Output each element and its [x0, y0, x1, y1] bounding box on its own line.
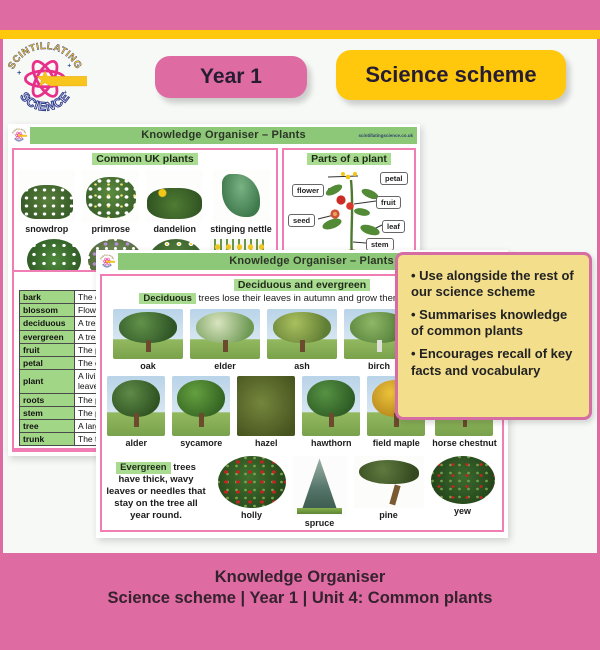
evergreen-text: trees have thick, wavy leaves or needles… [106, 462, 206, 521]
flower-label: flower [292, 184, 325, 197]
vocab-term: bark [19, 289, 75, 305]
stinging-nettle-item: stinging nettle [210, 170, 272, 234]
year-badge[interactable]: Year 1 [155, 56, 307, 98]
worksheet-back-titlebar: Knowledge Organiser – Plants scintillati… [30, 127, 417, 144]
seed-label: seed [288, 214, 316, 227]
left-border [0, 0, 3, 650]
alder-item: alder [107, 376, 166, 448]
footer-title: Knowledge Organiser [214, 568, 386, 586]
plant-label: snowdrop [25, 224, 69, 234]
primrose-item: primrose [82, 170, 140, 234]
tree-label: sycamore [180, 438, 223, 448]
common-plants-row1: snowdrop primrose dandelion stin [14, 170, 276, 234]
evergreen-keyword: Evergreen [116, 462, 171, 475]
deciduous-text: trees lose their leaves in autumn and gr… [195, 293, 465, 304]
scheme-badge[interactable]: Science scheme [336, 50, 566, 100]
spruce-photo [292, 456, 347, 516]
sticky-note: Use alongside the rest of our science sc… [395, 252, 592, 420]
hawthorn-photo [302, 376, 361, 436]
snowdrop-item: snowdrop [18, 170, 76, 234]
hawthorn-item: hawthorn [302, 376, 361, 448]
vocab-term: evergreen [19, 329, 75, 344]
deciduous-keyword: Deciduous [139, 293, 196, 304]
plant-label: primrose [91, 224, 130, 234]
sycamore-item: sycamore [172, 376, 231, 448]
parts-title: Parts of a plant [307, 153, 391, 165]
elder-photo [190, 309, 260, 359]
hazel-photo [237, 376, 296, 436]
vocab-term: roots [19, 392, 75, 407]
vocab-term: fruit [19, 342, 75, 357]
holly-item: holly [217, 456, 286, 520]
tree-label: hazel [254, 438, 278, 448]
worksheet-back-header: Knowledge Organiser – Plants scintillati… [8, 124, 420, 146]
mini-logo-icon [11, 127, 27, 143]
vocab-term: plant [19, 369, 75, 394]
common-plants-title: Common UK plants [92, 153, 198, 165]
evergreen-trees-row: holly spruce pine [214, 456, 498, 528]
tree-label: spruce [304, 518, 335, 528]
note-bullet: Encourages recall of key facts and vocab… [411, 346, 579, 378]
tree-label: elder [214, 361, 236, 371]
tree-label: pine [379, 510, 398, 520]
petal-label: petal [380, 172, 408, 185]
tree-label: horse chestnut [432, 438, 497, 448]
spruce-item: spruce [292, 456, 347, 528]
tree-label: alder [125, 438, 147, 448]
evergreen-row: Evergreen trees have thick, wavy leaves … [102, 456, 502, 528]
scintillating-science-logo [3, 35, 87, 119]
tree-label: birch [367, 361, 390, 371]
section-title: Deciduous and evergreen [233, 279, 371, 291]
primrose-photo [82, 170, 140, 222]
oak-photo [113, 309, 183, 359]
vocab-term: deciduous [19, 316, 75, 331]
hazel-item: hazel [237, 376, 296, 448]
top-bar [0, 0, 600, 30]
worksheet-back-title: Knowledge Organiser – Plants [141, 129, 306, 141]
tree-label: hawthorn [310, 438, 352, 448]
stinging-nettle-photo [212, 170, 270, 222]
yew-photo [430, 456, 495, 504]
vocab-term: trunk [19, 432, 75, 447]
ash-item: ash [267, 309, 337, 371]
deciduous-sentence: Deciduous trees lose their leaves in aut… [102, 293, 502, 304]
holly-photo [217, 456, 286, 508]
elder-item: elder [190, 309, 260, 371]
footer-subtitle: Science scheme | Year 1 | Unit 4: Common… [107, 589, 493, 608]
tree-label: yew [453, 506, 471, 516]
pine-photo [353, 456, 424, 508]
mini-logo-icon [99, 253, 115, 269]
plant-label: dandelion [153, 224, 197, 234]
alder-photo [107, 376, 166, 436]
plant-label: stinging nettle [210, 224, 272, 234]
tree-label: field maple [372, 438, 420, 448]
note-bullet: Use alongside the rest of our science sc… [411, 268, 579, 300]
ash-photo [267, 309, 337, 359]
tree-label: oak [140, 361, 156, 371]
sycamore-photo [172, 376, 231, 436]
note-bullet: Summarises knowledge of common plants [411, 307, 579, 339]
site-link: scintillatingscience.co.uk [358, 133, 413, 138]
dandelion-item: dandelion [146, 170, 204, 234]
vocab-term: stem [19, 405, 75, 420]
fruit-label: fruit [376, 196, 401, 209]
tree-label: holly [240, 510, 262, 520]
leaf-label: leaf [382, 220, 405, 233]
right-border [597, 0, 600, 650]
vocab-term: petal [19, 355, 75, 371]
yew-item: yew [430, 456, 495, 516]
worksheet-front-title: Knowledge Organiser – Plants [229, 255, 394, 267]
vocab-term: tree [19, 418, 75, 434]
pine-item: pine [353, 456, 424, 520]
accent-strip [0, 30, 600, 39]
evergreen-sentence: Evergreen trees have thick, wavy leaves … [106, 462, 206, 521]
snowdrop-photo [18, 170, 76, 222]
footer-bar: Knowledge Organiser Science scheme | Yea… [0, 553, 600, 650]
vocab-term: blossom [19, 303, 75, 318]
oak-item: oak [113, 309, 183, 371]
dandelion-photo [146, 170, 204, 222]
tree-label: ash [294, 361, 310, 371]
